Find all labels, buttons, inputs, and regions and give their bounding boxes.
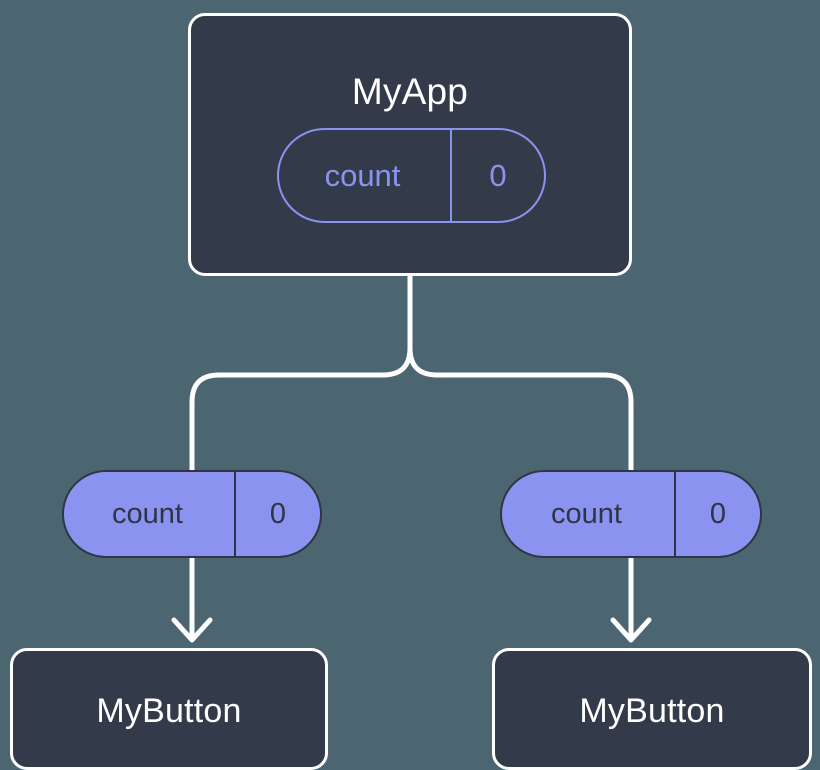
component-label-mybutton-right: MyButton: [579, 692, 725, 730]
connector-right-prop-arrow-head: [610, 617, 652, 643]
state-pill-myapp-count[interactable]: count 0: [277, 128, 546, 223]
prop-pill-left-count[interactable]: count 0: [62, 470, 322, 558]
component-label-mybutton-left: MyButton: [96, 692, 242, 730]
prop-pill-value: 0: [674, 472, 760, 556]
component-node-mybutton-right[interactable]: MyButton: [492, 648, 812, 770]
state-pill-value: 0: [450, 130, 544, 221]
state-pill-name: count: [324, 157, 401, 193]
connector-to-left-child: [189, 345, 413, 473]
prop-pill-name: count: [551, 497, 622, 530]
component-label-myapp: MyApp: [351, 71, 469, 112]
prop-pill-right-count[interactable]: count 0: [500, 470, 762, 558]
connector-to-right-child: [407, 345, 634, 473]
component-node-mybutton-left[interactable]: MyButton: [10, 648, 328, 770]
connector-left-prop-arrow-head: [171, 617, 213, 643]
prop-pill-value: 0: [234, 472, 320, 556]
prop-pill-name: count: [112, 497, 183, 530]
